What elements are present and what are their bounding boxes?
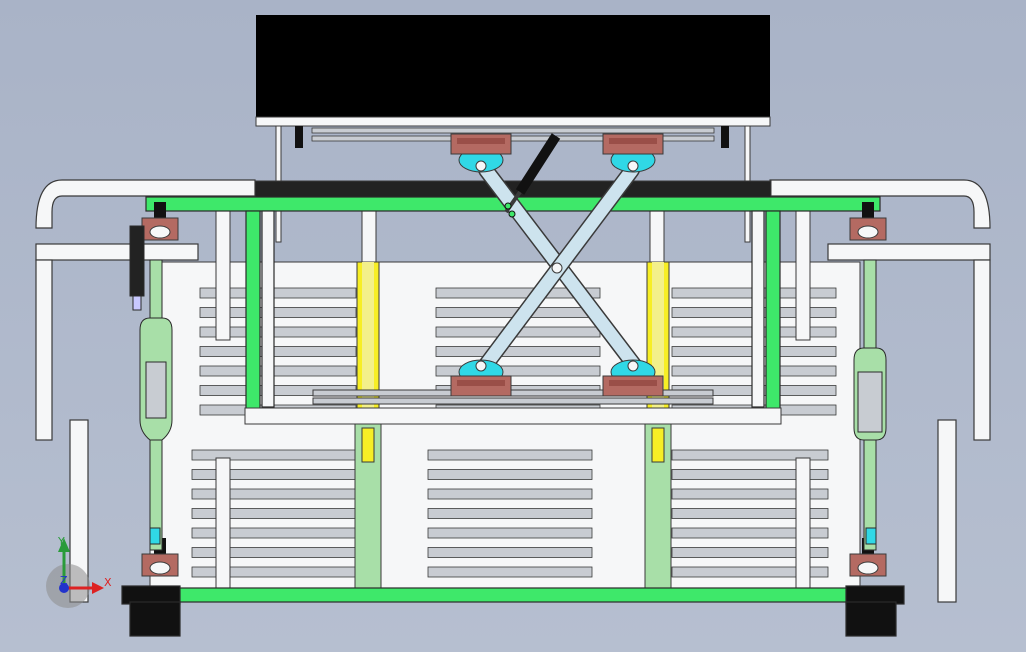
louver-slat — [671, 469, 829, 480]
axis-y-label: Y — [57, 535, 65, 548]
louver-slat — [427, 488, 593, 500]
right-strut — [853, 259, 887, 551]
left-handle-bracket — [35, 179, 256, 603]
axis-z-label: Z — [60, 574, 68, 587]
louver-slat — [427, 449, 593, 461]
top-platform — [255, 15, 771, 243]
louver-slat — [199, 346, 357, 357]
middle-beam — [244, 389, 782, 425]
right-handle-bracket — [769, 179, 991, 603]
side-bearing — [849, 202, 887, 241]
louver-slat — [671, 566, 829, 578]
louver-slat — [671, 449, 829, 461]
guide-posts — [215, 209, 811, 589]
louver-slat — [427, 469, 593, 480]
bearing-block — [602, 133, 664, 173]
louver-slat — [435, 287, 601, 299]
louver-slat — [671, 508, 829, 519]
base-frame — [121, 585, 905, 637]
louver-slat — [427, 547, 593, 558]
louver-slat — [199, 365, 357, 377]
louver-slat — [671, 527, 829, 539]
louver-slat — [427, 508, 593, 519]
left-strut — [129, 225, 173, 551]
side-bearing — [141, 202, 179, 241]
bearing-block — [450, 133, 512, 173]
louver-slat — [435, 346, 601, 357]
louver-slat — [671, 547, 829, 558]
lift-cylinder-left — [354, 261, 382, 589]
louver-slat — [427, 527, 593, 539]
louver-slat — [199, 307, 357, 318]
scissor-mechanism — [474, 133, 646, 378]
axis-x-label: X — [104, 576, 112, 589]
louver-slat — [671, 488, 829, 500]
louver-slat — [199, 287, 357, 299]
lift-cylinder-right — [644, 261, 672, 589]
axis-triad: Y X Z — [46, 535, 112, 608]
pivot-bearings — [141, 133, 887, 577]
louver-slat — [427, 566, 593, 578]
louver-slat — [435, 365, 601, 377]
bearing-block — [450, 359, 512, 397]
bearing-block — [602, 359, 664, 397]
louver-slat — [199, 326, 357, 338]
